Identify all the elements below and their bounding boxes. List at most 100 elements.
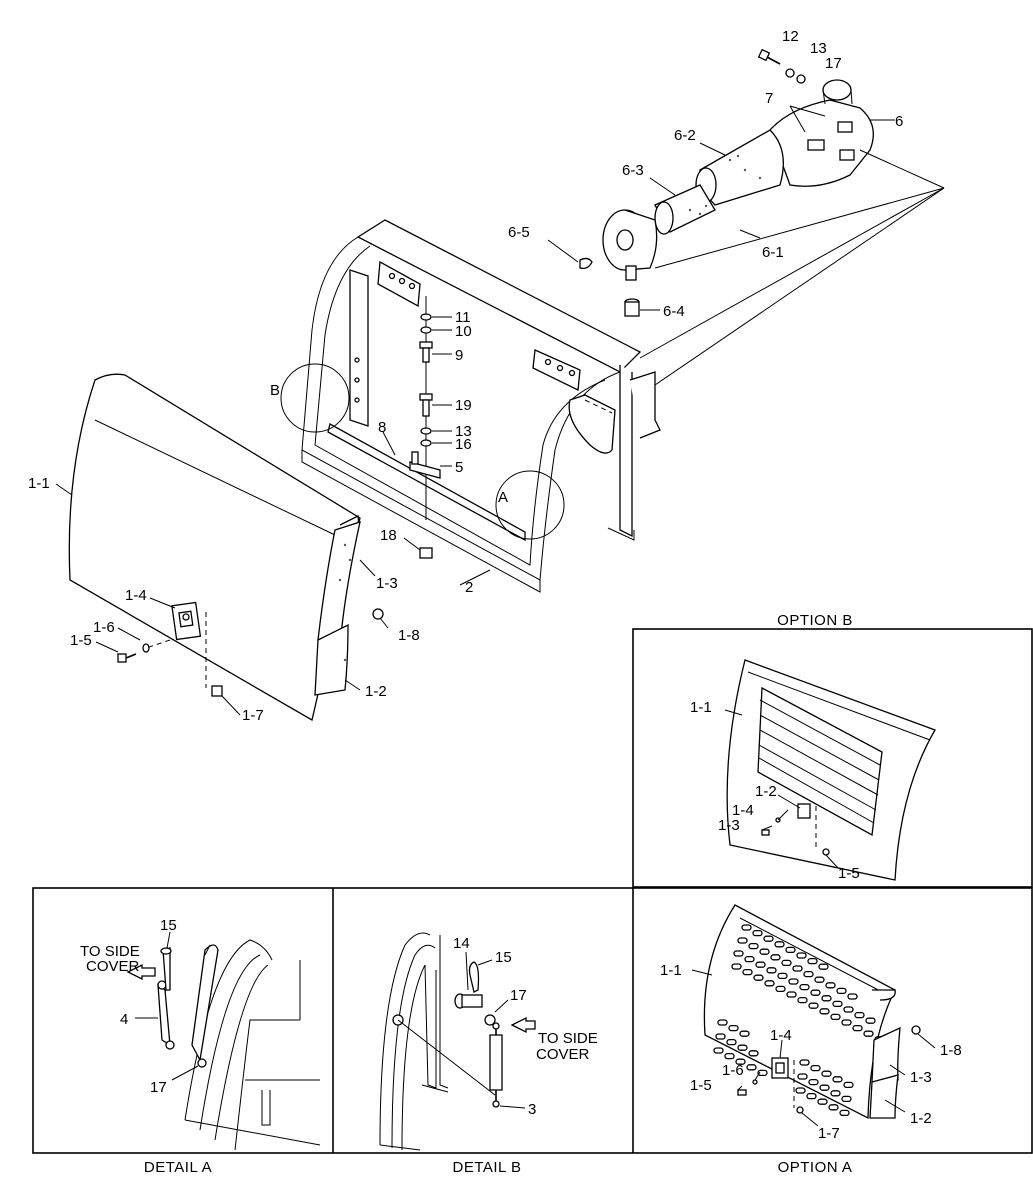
- vent-slot: [863, 1030, 874, 1037]
- detail-a-washer-17: [197, 1058, 207, 1068]
- label-11: 11: [455, 309, 471, 326]
- vent-slot: [759, 948, 770, 955]
- vent-slot: [748, 1050, 759, 1057]
- vent-slot: [737, 937, 748, 944]
- vent-slot: [818, 963, 829, 970]
- vent-slot: [821, 995, 832, 1002]
- label-1-2: 1-2: [365, 683, 387, 700]
- option-a-label-1-4: 1-4: [770, 1027, 792, 1044]
- bolt-9: [419, 341, 433, 363]
- bracket-5: [409, 451, 441, 479]
- vent-slot: [786, 991, 797, 998]
- vent-slot: [814, 976, 825, 983]
- vent-slot: [799, 983, 810, 991]
- label-6-5: 6-5: [508, 224, 530, 241]
- wing-nut-6-5: [579, 257, 593, 270]
- option-b-label-1-3: 1-3: [718, 817, 740, 834]
- option-a-label-1-3: 1-3: [910, 1069, 932, 1086]
- vent-slot: [726, 1038, 737, 1046]
- washer-16: [420, 439, 432, 447]
- vent-slot: [817, 1098, 828, 1105]
- detail-b-cover: COVER: [536, 1046, 590, 1063]
- detail-b-panel: 14 15 17 TO SIDE COVER 3 DETAIL B: [379, 932, 598, 1176]
- label-17: 17: [825, 55, 842, 72]
- detail-b-label-17: 17: [510, 987, 527, 1004]
- vent-slot: [792, 965, 803, 972]
- vent-slot: [832, 1076, 843, 1083]
- bolt-1-5: [117, 653, 137, 663]
- bolt-12: [757, 48, 781, 65]
- label-6-2: 6-2: [674, 127, 696, 144]
- vent-slot: [841, 1019, 852, 1026]
- detail-b-washer-17: [484, 1014, 496, 1026]
- air-cleaner-assembly: [547, 48, 945, 317]
- nut-1-7: [211, 685, 223, 697]
- vent-slot: [746, 1064, 757, 1071]
- label-9: 9: [455, 347, 463, 364]
- label-1-7: 1-7: [242, 707, 264, 724]
- vent-slot: [735, 1058, 746, 1065]
- vent-slot: [843, 1006, 854, 1013]
- detail-b-gas-spring-3: [489, 1022, 503, 1108]
- option-a-label-1-7: 1-7: [818, 1125, 840, 1142]
- detail-b-label-14: 14: [453, 935, 470, 952]
- washer-13b: [420, 427, 432, 435]
- detail-a-label-4: 4: [120, 1011, 128, 1028]
- washer-1-6: [142, 643, 150, 653]
- vent-slot: [821, 1070, 832, 1077]
- label-1-8: 1-8: [398, 627, 420, 644]
- outer-element-6-2: [695, 129, 784, 206]
- vent-slot: [797, 996, 808, 1004]
- bolt-19: [419, 393, 433, 417]
- vent-slot: [788, 978, 799, 985]
- label-12: 12: [782, 28, 799, 45]
- detail-a-label-15: 15: [160, 917, 177, 934]
- evacuator-valve-6-4: [624, 298, 640, 317]
- label-1-5: 1-5: [70, 632, 92, 649]
- vent-slot: [795, 1087, 806, 1094]
- label-2: 2: [465, 579, 473, 596]
- detail-a-title: DETAIL A: [144, 1159, 212, 1176]
- vent-slot: [774, 941, 785, 948]
- label-6: 6: [895, 113, 903, 130]
- vent-slot: [731, 963, 742, 970]
- detail-b-title: DETAIL B: [452, 1159, 521, 1176]
- label-6-3: 6-3: [622, 162, 644, 179]
- vent-slot: [753, 974, 764, 981]
- label-13: 13: [810, 40, 827, 57]
- vent-slot: [847, 993, 858, 1000]
- option-a-label-1-2: 1-2: [910, 1110, 932, 1127]
- vent-slot: [830, 1090, 841, 1097]
- vent-slot: [803, 970, 814, 978]
- vent-slot: [836, 987, 847, 995]
- vent-slot: [744, 955, 755, 963]
- option-b-label-1-4: 1-4: [732, 802, 754, 819]
- vent-slot: [830, 1013, 841, 1021]
- option-b-panel: OPTION B 1-1 1-2 1-4 1-3 1-5: [632, 612, 1033, 888]
- detail-a-panel: 15 TO SIDE COVER 4 17 DETAIL A: [80, 917, 321, 1176]
- vent-slot: [770, 954, 781, 961]
- option-b-title: OPTION B: [777, 612, 853, 629]
- detail-b-arrow: [510, 1016, 536, 1034]
- vent-slot: [843, 1081, 854, 1089]
- vent-slot: [819, 1084, 830, 1091]
- vent-slot: [752, 929, 763, 937]
- vent-slot: [819, 1008, 830, 1015]
- vent-slot: [766, 967, 777, 974]
- label-1-1: 1-1: [28, 475, 50, 492]
- vent-slot: [797, 1073, 808, 1080]
- vent-slot: [763, 935, 774, 942]
- option-b-label-1-5: 1-5: [838, 865, 860, 882]
- vent-slot: [799, 1059, 810, 1066]
- cleaner-body-6: [769, 79, 874, 187]
- vent-slot: [748, 942, 759, 950]
- vent-slot: [808, 1078, 819, 1086]
- option-b-label-1-2: 1-2: [755, 783, 777, 800]
- side-cover-1-1: [55, 373, 389, 722]
- vent-slot: [777, 972, 788, 980]
- vent-slot: [807, 957, 818, 965]
- label-10: 10: [455, 323, 472, 340]
- vent-slot: [865, 1017, 876, 1024]
- label-circle-a: A: [498, 489, 508, 506]
